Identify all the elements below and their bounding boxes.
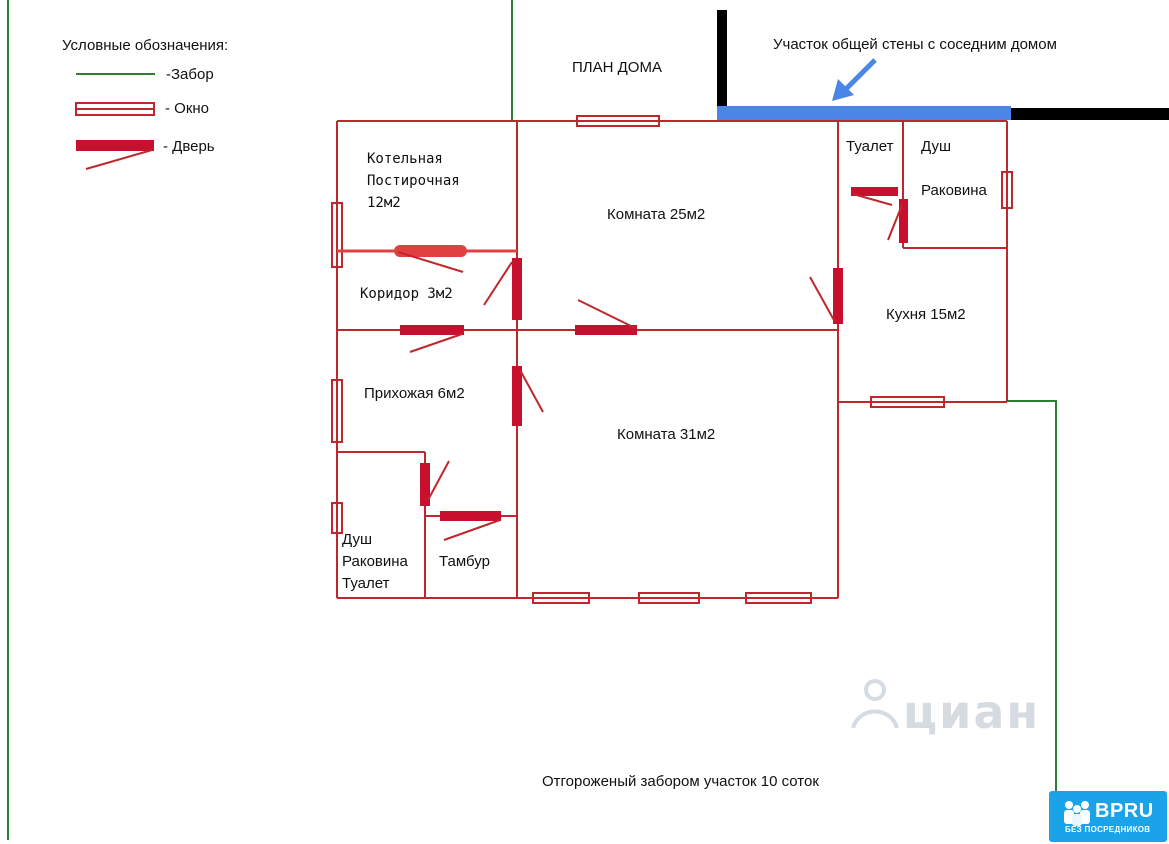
window — [331, 379, 343, 443]
room-bath-line3: Туалет — [342, 575, 390, 592]
bpru-logo: BPRU БЕЗ ПОСРЕДНИКОВ — [1049, 791, 1167, 842]
window — [1001, 171, 1013, 209]
door — [512, 366, 544, 426]
room-bath-line1: Душ — [342, 531, 373, 548]
room-label-hall: Прихожая 6м2 — [364, 385, 465, 402]
watermark: циан — [845, 668, 1038, 749]
door — [337, 245, 517, 273]
legend-title: Условные обозначения: — [62, 37, 229, 54]
room-label-vestibule: Тамбур — [439, 553, 490, 570]
people-icon — [1064, 801, 1090, 826]
window — [331, 202, 343, 268]
legend-fence-label: -Забор — [166, 66, 214, 83]
door — [809, 268, 843, 324]
window — [870, 396, 945, 408]
room-label-toilet-top: Туалет — [846, 138, 894, 155]
windows — [75, 102, 1013, 604]
plan-title: ПЛАН ДОМА — [572, 59, 662, 76]
window — [331, 502, 343, 534]
door — [440, 511, 501, 541]
plot-note: Отгороженый забором участок 10 соток — [542, 773, 819, 790]
window — [638, 592, 700, 604]
fence-lines — [7, 0, 1057, 840]
window — [576, 115, 660, 127]
room-boiler-line1: Котельная — [367, 151, 443, 167]
legend-door-label: - Дверь — [163, 138, 215, 155]
shared-wall-arrow — [832, 58, 877, 101]
legend-door-symbol — [76, 140, 154, 170]
door — [851, 187, 898, 206]
logo-text: BPRU — [1095, 800, 1154, 822]
room-bath-line2: Раковина — [342, 553, 408, 570]
shared-wall-label: Участок общей стены с соседним домом — [773, 36, 1057, 53]
room-boiler-line3: 12м2 — [367, 195, 401, 211]
svg-text:циан: циан — [903, 685, 1035, 738]
room-label-bath-left: Душ Раковина Туалет — [342, 529, 408, 595]
room-label-boiler: Котельная Постирочная 12м2 — [367, 148, 460, 214]
room-label-sink-top: Раковина — [921, 182, 987, 199]
neighbor-walls — [717, 10, 1169, 120]
room-label-31: Комната 31м2 — [617, 426, 716, 443]
room-label-kitchen: Кухня 15м2 — [886, 306, 966, 323]
cian-watermark-icon: циан — [851, 679, 1038, 739]
room-label-corridor: Коридор 3м2 — [360, 286, 453, 302]
room-label-25: Комната 25м2 — [607, 206, 706, 223]
window — [532, 592, 590, 604]
door — [400, 325, 464, 353]
shared-wall — [717, 106, 1011, 120]
door — [887, 199, 908, 243]
logo-subtitle: БЕЗ ПОСРЕДНИКОВ — [1065, 825, 1151, 834]
door — [420, 460, 450, 506]
doors — [76, 140, 908, 541]
room-label-shower-top: Душ — [921, 138, 952, 155]
legend-window-symbol — [75, 102, 155, 116]
window — [745, 592, 812, 604]
door — [575, 299, 637, 335]
room-boiler-line2: Постирочная — [367, 173, 460, 189]
door — [483, 258, 522, 320]
legend-window-label: - Окно — [165, 100, 210, 117]
